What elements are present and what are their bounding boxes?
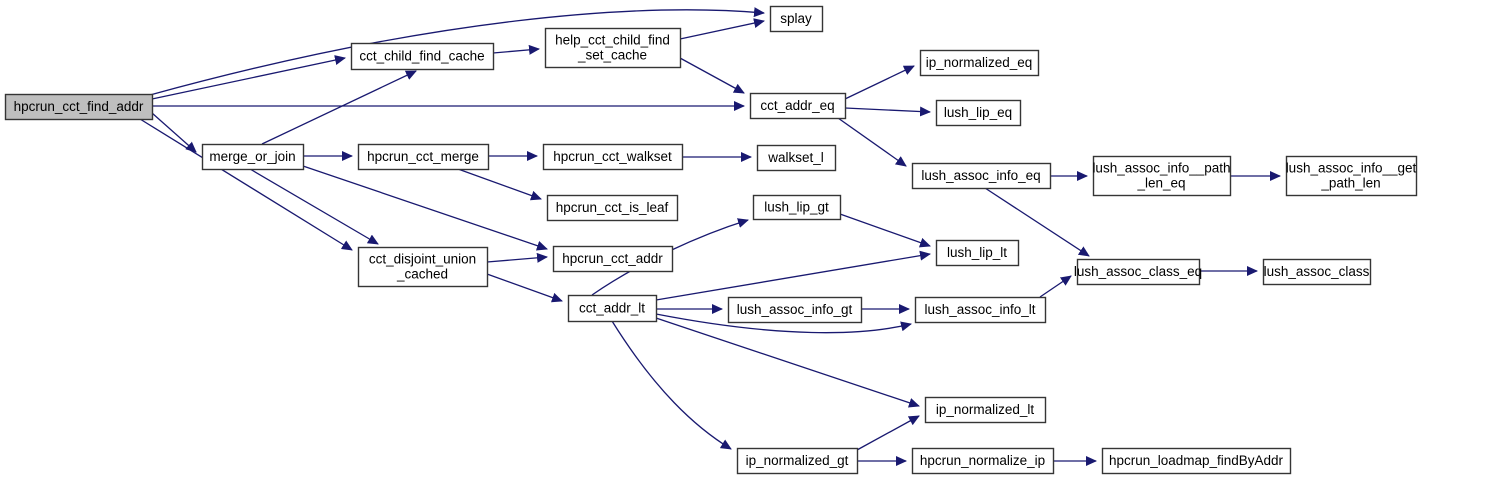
node-label: hpcrun_cct_addr <box>562 251 663 266</box>
edge-cct-addr-lt-to-lush-lip-lt <box>655 250 931 301</box>
edge-cct-child-find-cache-to-help-cct-child-find-set-cache <box>492 44 540 55</box>
edge-cct-addr-eq-to-ip-normalized-eq <box>844 65 915 100</box>
edge-cct-disjoint-union-cached-to-hpcrun-cct-addr <box>486 252 548 263</box>
node-hpcrun-cct-addr[interactable]: hpcrun_cct_addr <box>552 245 674 273</box>
edge-lush-assoc-info-lt-to-lush-assoc-class-eq <box>1039 275 1072 298</box>
edge-help-cct-child-find-set-cache-to-splay <box>679 18 765 40</box>
node-ip-normalized-eq[interactable]: ip_normalized_eq <box>919 49 1040 77</box>
node-lush-assoc-info-gt[interactable]: lush_assoc_info_gt <box>727 296 863 324</box>
node-label: ip_normalized_eq <box>926 55 1033 70</box>
edge-cct-addr-eq-to-lush-assoc-info-eq <box>837 117 907 167</box>
node-label: cct_disjoint_union_cached <box>369 252 476 282</box>
node-ip-normalized-gt[interactable]: ip_normalized_gt <box>736 447 859 475</box>
edge-cct-addr-lt-to-lush-assoc-info-lt <box>655 313 912 334</box>
node-label: cct_child_find_cache <box>359 49 484 64</box>
edge-hpcrun-cct-find-addr-to-merge-or-join <box>151 112 197 153</box>
node-hpcrun-cct-find-addr[interactable]: hpcrun_cct_find_addr <box>4 93 154 121</box>
node-label: hpcrun_normalize_ip <box>920 453 1045 468</box>
node-label: lush_assoc_info_eq <box>921 168 1040 183</box>
edge-cct-addr-lt-to-ip-normalized-gt <box>611 320 732 450</box>
node-label: walkset_l <box>767 150 824 165</box>
edge-cct-addr-eq-to-lush-lip-eq <box>844 106 931 117</box>
node-help-cct-child-find-set-cache[interactable]: help_cct_child_find_set_cache <box>544 27 682 69</box>
node-label: lush_lip_eq <box>944 105 1012 120</box>
edge-help-cct-child-find-set-cache-to-cct-addr-eq <box>679 57 745 94</box>
node-cct-addr-lt[interactable]: cct_addr_lt <box>567 294 658 323</box>
node-hpcrun-loadmap-findByAddr[interactable]: hpcrun_loadmap_findByAddr <box>1101 447 1292 475</box>
edge-lush-lip-gt-to-lush-lip-lt <box>839 213 931 248</box>
edge-ip-normalized-gt-to-ip-normalized-lt <box>856 415 920 451</box>
node-cct-child-find-cache[interactable]: cct_child_find_cache <box>350 42 495 71</box>
node-label: hpcrun_cct_find_addr <box>14 99 144 114</box>
node-hpcrun-cct-is-leaf[interactable]: hpcrun_cct_is_leaf <box>546 194 679 222</box>
node-label: lush_assoc_info__get_path_len <box>1286 161 1417 191</box>
node-lush-assoc-info--path-len-eq[interactable]: lush_assoc_info__path_len_eq <box>1092 155 1232 197</box>
node-lush-lip-eq[interactable]: lush_lip_eq <box>935 99 1022 127</box>
node-lush-lip-gt[interactable]: lush_lip_gt <box>752 194 842 221</box>
edge-cct-disjoint-union-cached-to-cct-addr-lt <box>486 273 563 303</box>
node-lush-lip-lt[interactable]: lush_lip_lt <box>935 239 1020 267</box>
node-cct-addr-eq[interactable]: cct_addr_eq <box>749 92 847 120</box>
node-label: help_cct_child_find_set_cache <box>555 33 670 63</box>
node-label: merge_or_join <box>209 149 295 164</box>
edge-hpcrun-cct-find-addr-to-cct-child-find-cache <box>151 55 346 100</box>
edge-hpcrun-cct-merge-to-hpcrun-cct-is-leaf <box>457 168 542 201</box>
node-label: hpcrun_loadmap_findByAddr <box>1109 453 1284 468</box>
node-lush-assoc-info-eq[interactable]: lush_assoc_info_eq <box>911 162 1052 190</box>
node-label: hpcrun_cct_is_leaf <box>556 200 669 215</box>
node-label: splay <box>780 11 812 26</box>
node-label: lush_assoc_info__path_len_eq <box>1092 161 1230 191</box>
node-label: ip_normalized_gt <box>746 453 849 468</box>
node-ip-normalized-lt[interactable]: ip_normalized_lt <box>924 396 1047 424</box>
node-walkset-l[interactable]: walkset_l <box>756 144 837 172</box>
node-hpcrun-cct-merge[interactable]: hpcrun_cct_merge <box>357 143 490 171</box>
edge-cct-addr-lt-to-ip-normalized-lt <box>655 317 920 408</box>
node-lush-assoc-class-eq[interactable]: lush_assoc_class_eq <box>1074 258 1202 286</box>
node-lush-assoc-class[interactable]: lush_assoc_class <box>1262 258 1372 286</box>
node-label: lush_lip_lt <box>947 245 1007 260</box>
edge-lush-assoc-info-eq-to-lush-assoc-class-eq <box>984 187 1090 257</box>
node-label: lush_assoc_info_lt <box>924 302 1035 317</box>
edge-merge-or-join-to-hpcrun-cct-addr <box>302 165 548 251</box>
node-hpcrun-normalize-ip[interactable]: hpcrun_normalize_ip <box>911 447 1055 475</box>
node-label: ip_normalized_lt <box>936 402 1035 417</box>
node-label: lush_assoc_class_eq <box>1074 264 1202 279</box>
edge-hpcrun-cct-find-addr-to-cct-disjoint-union-cached <box>139 118 353 251</box>
node-label: hpcrun_cct_merge <box>367 149 479 164</box>
node-hpcrun-cct-walkset[interactable]: hpcrun_cct_walkset <box>542 143 684 171</box>
node-merge-or-join[interactable]: merge_or_join <box>201 143 305 171</box>
node-label: lush_assoc_class <box>1264 264 1370 279</box>
node-lush-assoc-info-lt[interactable]: lush_assoc_info_lt <box>914 296 1047 324</box>
node-label: cct_addr_lt <box>579 301 645 316</box>
node-splay[interactable]: splay <box>769 5 824 33</box>
node-label: lush_assoc_info_gt <box>737 302 853 317</box>
node-lush-assoc-info--get-path-len[interactable]: lush_assoc_info__get_path_len <box>1286 155 1418 197</box>
edge-hpcrun-cct-find-addr-to-splay <box>149 7 765 96</box>
node-label: lush_lip_gt <box>764 200 829 215</box>
node-label: cct_addr_eq <box>760 98 834 113</box>
edge-merge-or-join-to-cct-disjoint-union-cached <box>249 168 379 245</box>
node-label: hpcrun_cct_walkset <box>553 149 672 164</box>
node-cct-disjoint-union-cached[interactable]: cct_disjoint_union_cached <box>357 246 489 288</box>
edge-merge-or-join-to-cct-child-find-cache <box>261 70 417 145</box>
